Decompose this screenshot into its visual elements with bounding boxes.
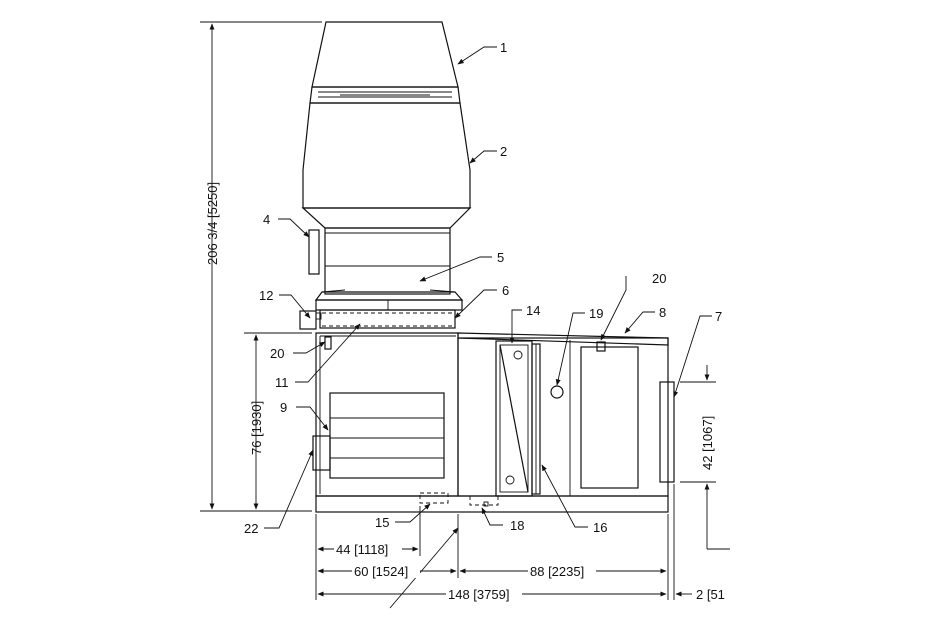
callout-20-right: 20 [652,271,666,286]
side-box-4 [308,229,320,275]
callout-19: 19 [589,306,603,321]
duct-section [324,227,451,295]
filter-rack [495,340,541,497]
dimension-lines [200,21,730,609]
access-panel [550,346,639,489]
callout-1: 1 [500,40,507,55]
callout-15: 15 [375,515,389,530]
main-unit [315,332,669,513]
callout-11: 11 [275,375,289,390]
dim-side-height: 42 [1067] [700,416,715,470]
callout-20-left: 20 [270,346,284,361]
dim-148: 148 [3759] [448,587,509,602]
filter-housing [299,289,464,330]
callout-4: 4 [263,212,270,227]
callout-leaders [264,46,712,529]
callout-9: 9 [280,400,287,415]
callout-6: 6 [502,283,509,298]
dim-88: 88 [2235] [530,564,584,579]
callout-5: 5 [497,250,504,265]
stack-cap [309,21,461,104]
dashed-details [419,492,499,507]
callout-12: 12 [259,288,273,303]
dim-base-height: 76 [1930] [249,401,264,455]
callout-7: 7 [715,309,722,324]
callout-2: 2 [500,144,507,159]
louver-grille [312,392,445,479]
dim-2: 2 [51 [696,587,725,602]
callout-8: 8 [659,305,666,320]
callout-14: 14 [526,303,540,318]
callout-16: 16 [593,520,607,535]
callout-22: 22 [244,521,258,536]
dim-overall-height: 206 3/4 [5250] [205,182,220,265]
dim-60: 60 [1524] [354,564,408,579]
side-flange [659,381,675,483]
dim-44: 44 [1118] [336,542,388,557]
callout-18: 18 [510,518,524,533]
stack-body [301,102,472,229]
